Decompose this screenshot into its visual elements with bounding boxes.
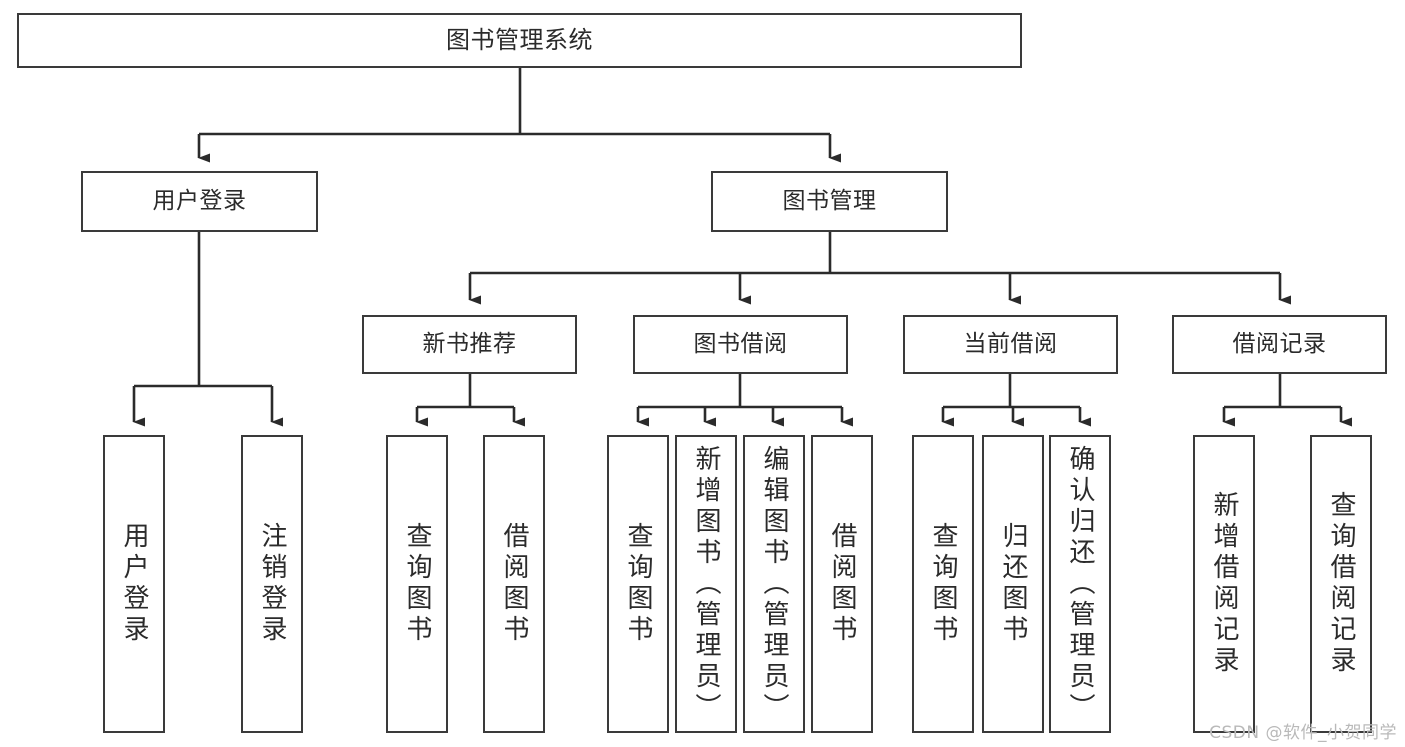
leaf-logout[interactable]: 注销登录 — [241, 435, 303, 733]
leaf-borrow-book[interactable]: 借阅图书 — [811, 435, 873, 733]
node-label: 注销登录 — [257, 522, 287, 646]
node-label: 查询借阅记录 — [1326, 491, 1356, 677]
leaf-confirm-return-admin[interactable]: 确认归还（管理员） — [1049, 435, 1111, 733]
csdn-watermark: CSDN @软件_小贺同学 — [1209, 723, 1397, 743]
node-borrow-record[interactable]: 借阅记录 — [1172, 315, 1387, 374]
leaf-user-login[interactable]: 用户登录 — [103, 435, 165, 733]
leaf-query-book-recommend[interactable]: 查询图书 — [386, 435, 448, 733]
leaf-return-book[interactable]: 归还图书 — [982, 435, 1044, 733]
leaf-query-book-current[interactable]: 查询图书 — [912, 435, 974, 733]
leaf-add-book-admin[interactable]: 新增图书（管理员） — [675, 435, 737, 733]
node-label: 图书借阅 — [693, 330, 788, 357]
leaf-query-borrow-record[interactable]: 查询借阅记录 — [1310, 435, 1372, 733]
leaf-query-book-borrow[interactable]: 查询图书 — [607, 435, 669, 733]
leaf-edit-book-admin[interactable]: 编辑图书（管理员） — [743, 435, 805, 733]
node-label: 确认归还（管理员） — [1065, 444, 1095, 724]
node-label: 查询图书 — [928, 522, 958, 646]
node-new-book-recommend[interactable]: 新书推荐 — [362, 315, 577, 374]
node-label: 图书管理 — [782, 187, 877, 214]
node-user-login[interactable]: 用户登录 — [81, 171, 318, 232]
leaf-add-borrow-record[interactable]: 新增借阅记录 — [1193, 435, 1255, 733]
node-root-system[interactable]: 图书管理系统 — [17, 13, 1022, 68]
node-label: 归还图书 — [998, 522, 1028, 646]
leaf-borrow-book-recommend[interactable]: 借阅图书 — [483, 435, 545, 733]
node-label: 借阅图书 — [827, 522, 857, 646]
node-book-management[interactable]: 图书管理 — [711, 171, 948, 232]
node-label: 图书管理系统 — [446, 26, 593, 55]
node-label: 新书推荐 — [422, 330, 517, 357]
node-label: 用户登录 — [152, 187, 247, 214]
node-label: 查询图书 — [402, 522, 432, 646]
node-current-borrow[interactable]: 当前借阅 — [903, 315, 1118, 374]
node-book-borrow[interactable]: 图书借阅 — [633, 315, 848, 374]
node-label: 新增借阅记录 — [1209, 491, 1239, 677]
node-label: 编辑图书（管理员） — [759, 444, 789, 724]
node-label: 借阅记录 — [1232, 330, 1327, 357]
node-label: 当前借阅 — [963, 330, 1058, 357]
node-label: 借阅图书 — [499, 522, 529, 646]
node-label: 新增图书（管理员） — [691, 444, 721, 724]
node-label: 查询图书 — [623, 522, 653, 646]
node-label: 用户登录 — [119, 522, 149, 646]
